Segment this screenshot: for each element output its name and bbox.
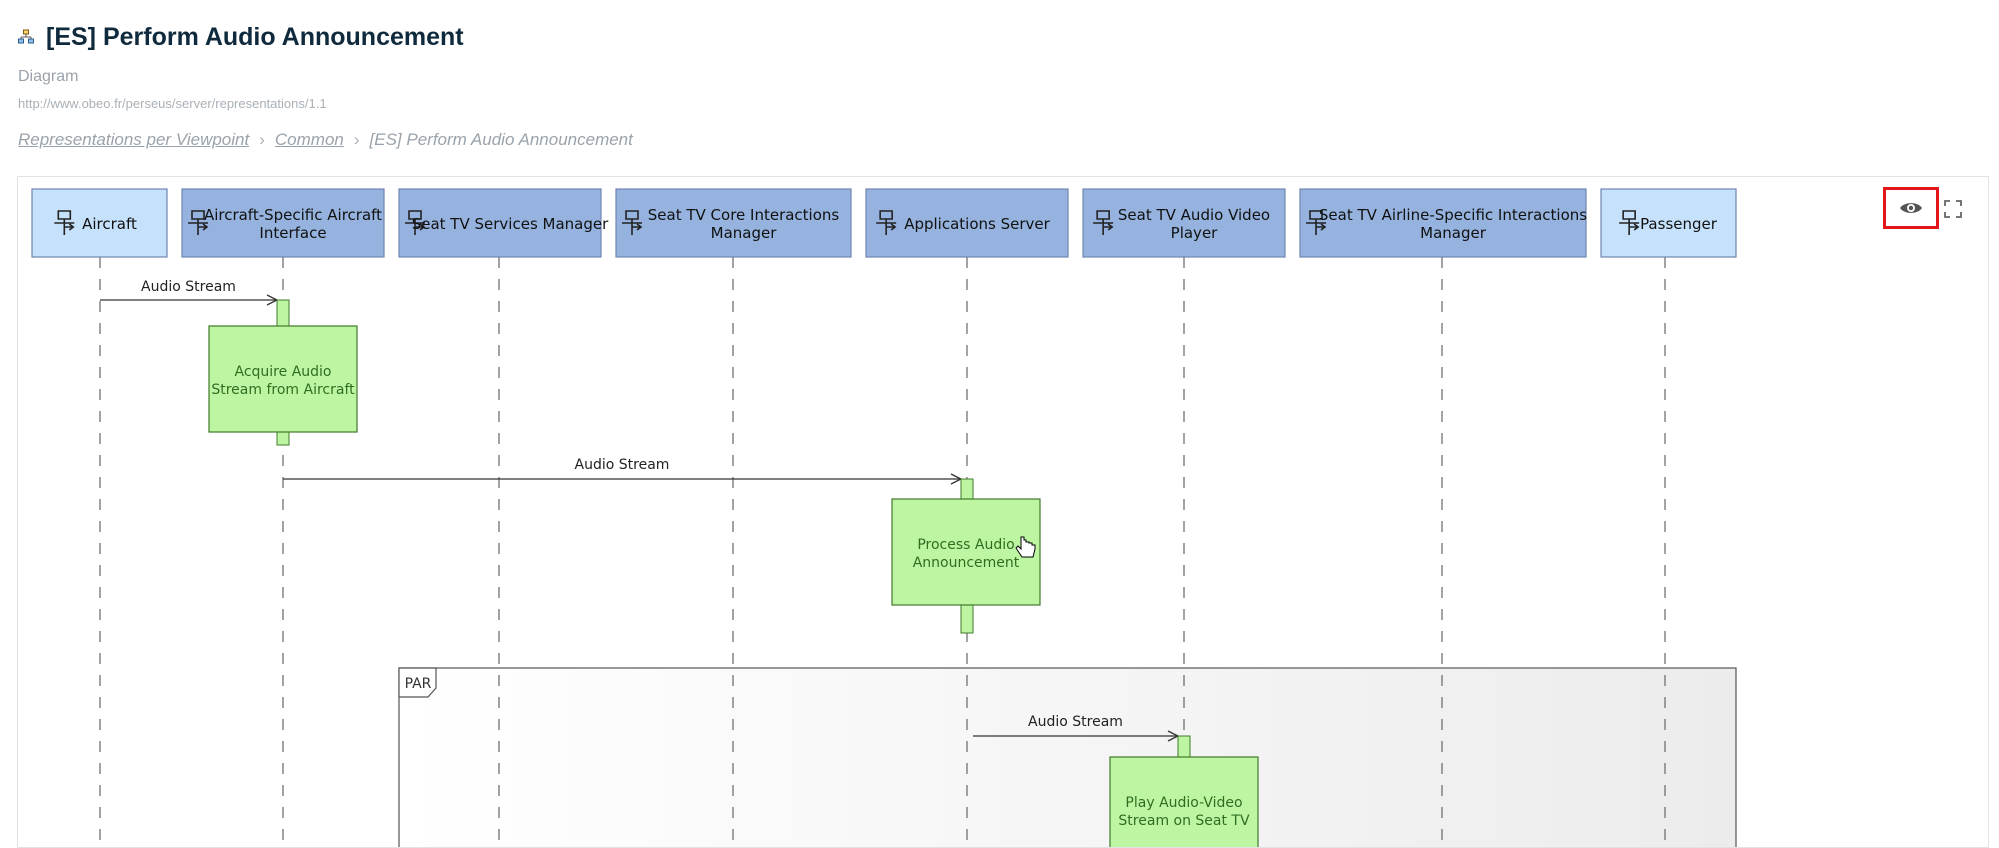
execution-stavp[interactable] [1109, 756, 1259, 847]
lifeline-header-appsrv[interactable] [865, 188, 1069, 258]
representation-type: Diagram [18, 68, 79, 85]
execution-appsrv[interactable] [891, 498, 1041, 606]
lifeline-header-stasim[interactable] [1299, 188, 1587, 258]
breadcrumb: Representations per Viewpoint › Common ›… [18, 130, 633, 150]
lifeline-label: Player [1171, 224, 1219, 242]
execution-label: Stream on Seat TV [1118, 813, 1250, 829]
execution-label: Play Audio-Video [1125, 795, 1242, 811]
breadcrumb-current: [ES] Perform Audio Announcement [369, 130, 633, 149]
message-label: Audio Stream [575, 457, 670, 473]
lifeline-label: Seat TV Audio Video [1118, 206, 1270, 224]
lifeline-header-stavp[interactable] [1082, 188, 1286, 258]
par-fragment-label: PAR [405, 676, 432, 692]
execution-label: Acquire Audio [235, 364, 332, 380]
representation-url: http://www.obeo.fr/perseus/server/repres… [18, 96, 327, 111]
component-icon [1619, 210, 1640, 235]
component-icon [188, 210, 209, 235]
component-icon [622, 210, 643, 235]
lifeline-label: Interface [259, 224, 326, 242]
lifeline-label: Aircraft-Specific Aircraft [204, 206, 382, 224]
component-icon [1306, 210, 1327, 235]
par-fragment-tab [398, 667, 437, 698]
diagram-icon [18, 29, 34, 44]
execution-label: Announcement [913, 555, 1020, 571]
lifeline-label: Seat TV Airline-Specific Interactions [1319, 206, 1587, 224]
lifeline-label: Passenger [1640, 215, 1718, 233]
lifeline-header-stcim[interactable] [615, 188, 852, 258]
page-title: [ES] Perform Audio Announcement [18, 20, 464, 54]
lifeline-label: Applications Server [904, 215, 1050, 233]
message-label: Audio Stream [141, 279, 236, 295]
breadcrumb-separator: › [259, 130, 265, 149]
component-icon [54, 210, 75, 235]
component-icon [876, 210, 897, 235]
fullscreen-icon [1944, 200, 1962, 218]
lifeline-label: Aircraft [82, 215, 137, 233]
lifeline-label: Seat TV Services Manager [412, 215, 609, 233]
breadcrumb-separator: › [353, 130, 360, 149]
lifeline-header-stsm[interactable] [398, 188, 602, 258]
component-icon [405, 210, 426, 235]
lifeline-label: Manager [711, 224, 778, 242]
lifeline-label: Manager [1420, 224, 1487, 242]
component-icon [1093, 210, 1114, 235]
par-fragment [398, 667, 1737, 847]
lifeline-header-acsai[interactable] [181, 188, 385, 258]
execution-label: Stream from Aircraft [211, 382, 355, 398]
eye-button[interactable] [1883, 187, 1939, 229]
message-label: Audio Stream [1028, 714, 1123, 730]
page-title-text: [ES] Perform Audio Announcement [46, 22, 464, 51]
execution-label: Process Audio [917, 537, 1014, 553]
hand-cursor-icon [1015, 536, 1036, 558]
breadcrumb-representations-per-viewpoint[interactable]: Representations per Viewpoint [18, 130, 250, 149]
breadcrumb-common[interactable]: Common [274, 130, 344, 149]
fullscreen-button[interactable] [1942, 198, 1964, 220]
sequence-diagram: PAR Aircraft Aircraft-Specific AircraftInt… [31, 188, 1737, 847]
lifeline-label: Seat TV Core Interactions [648, 206, 840, 224]
eye-icon [1900, 203, 1922, 213]
execution-acsai[interactable] [208, 325, 358, 433]
